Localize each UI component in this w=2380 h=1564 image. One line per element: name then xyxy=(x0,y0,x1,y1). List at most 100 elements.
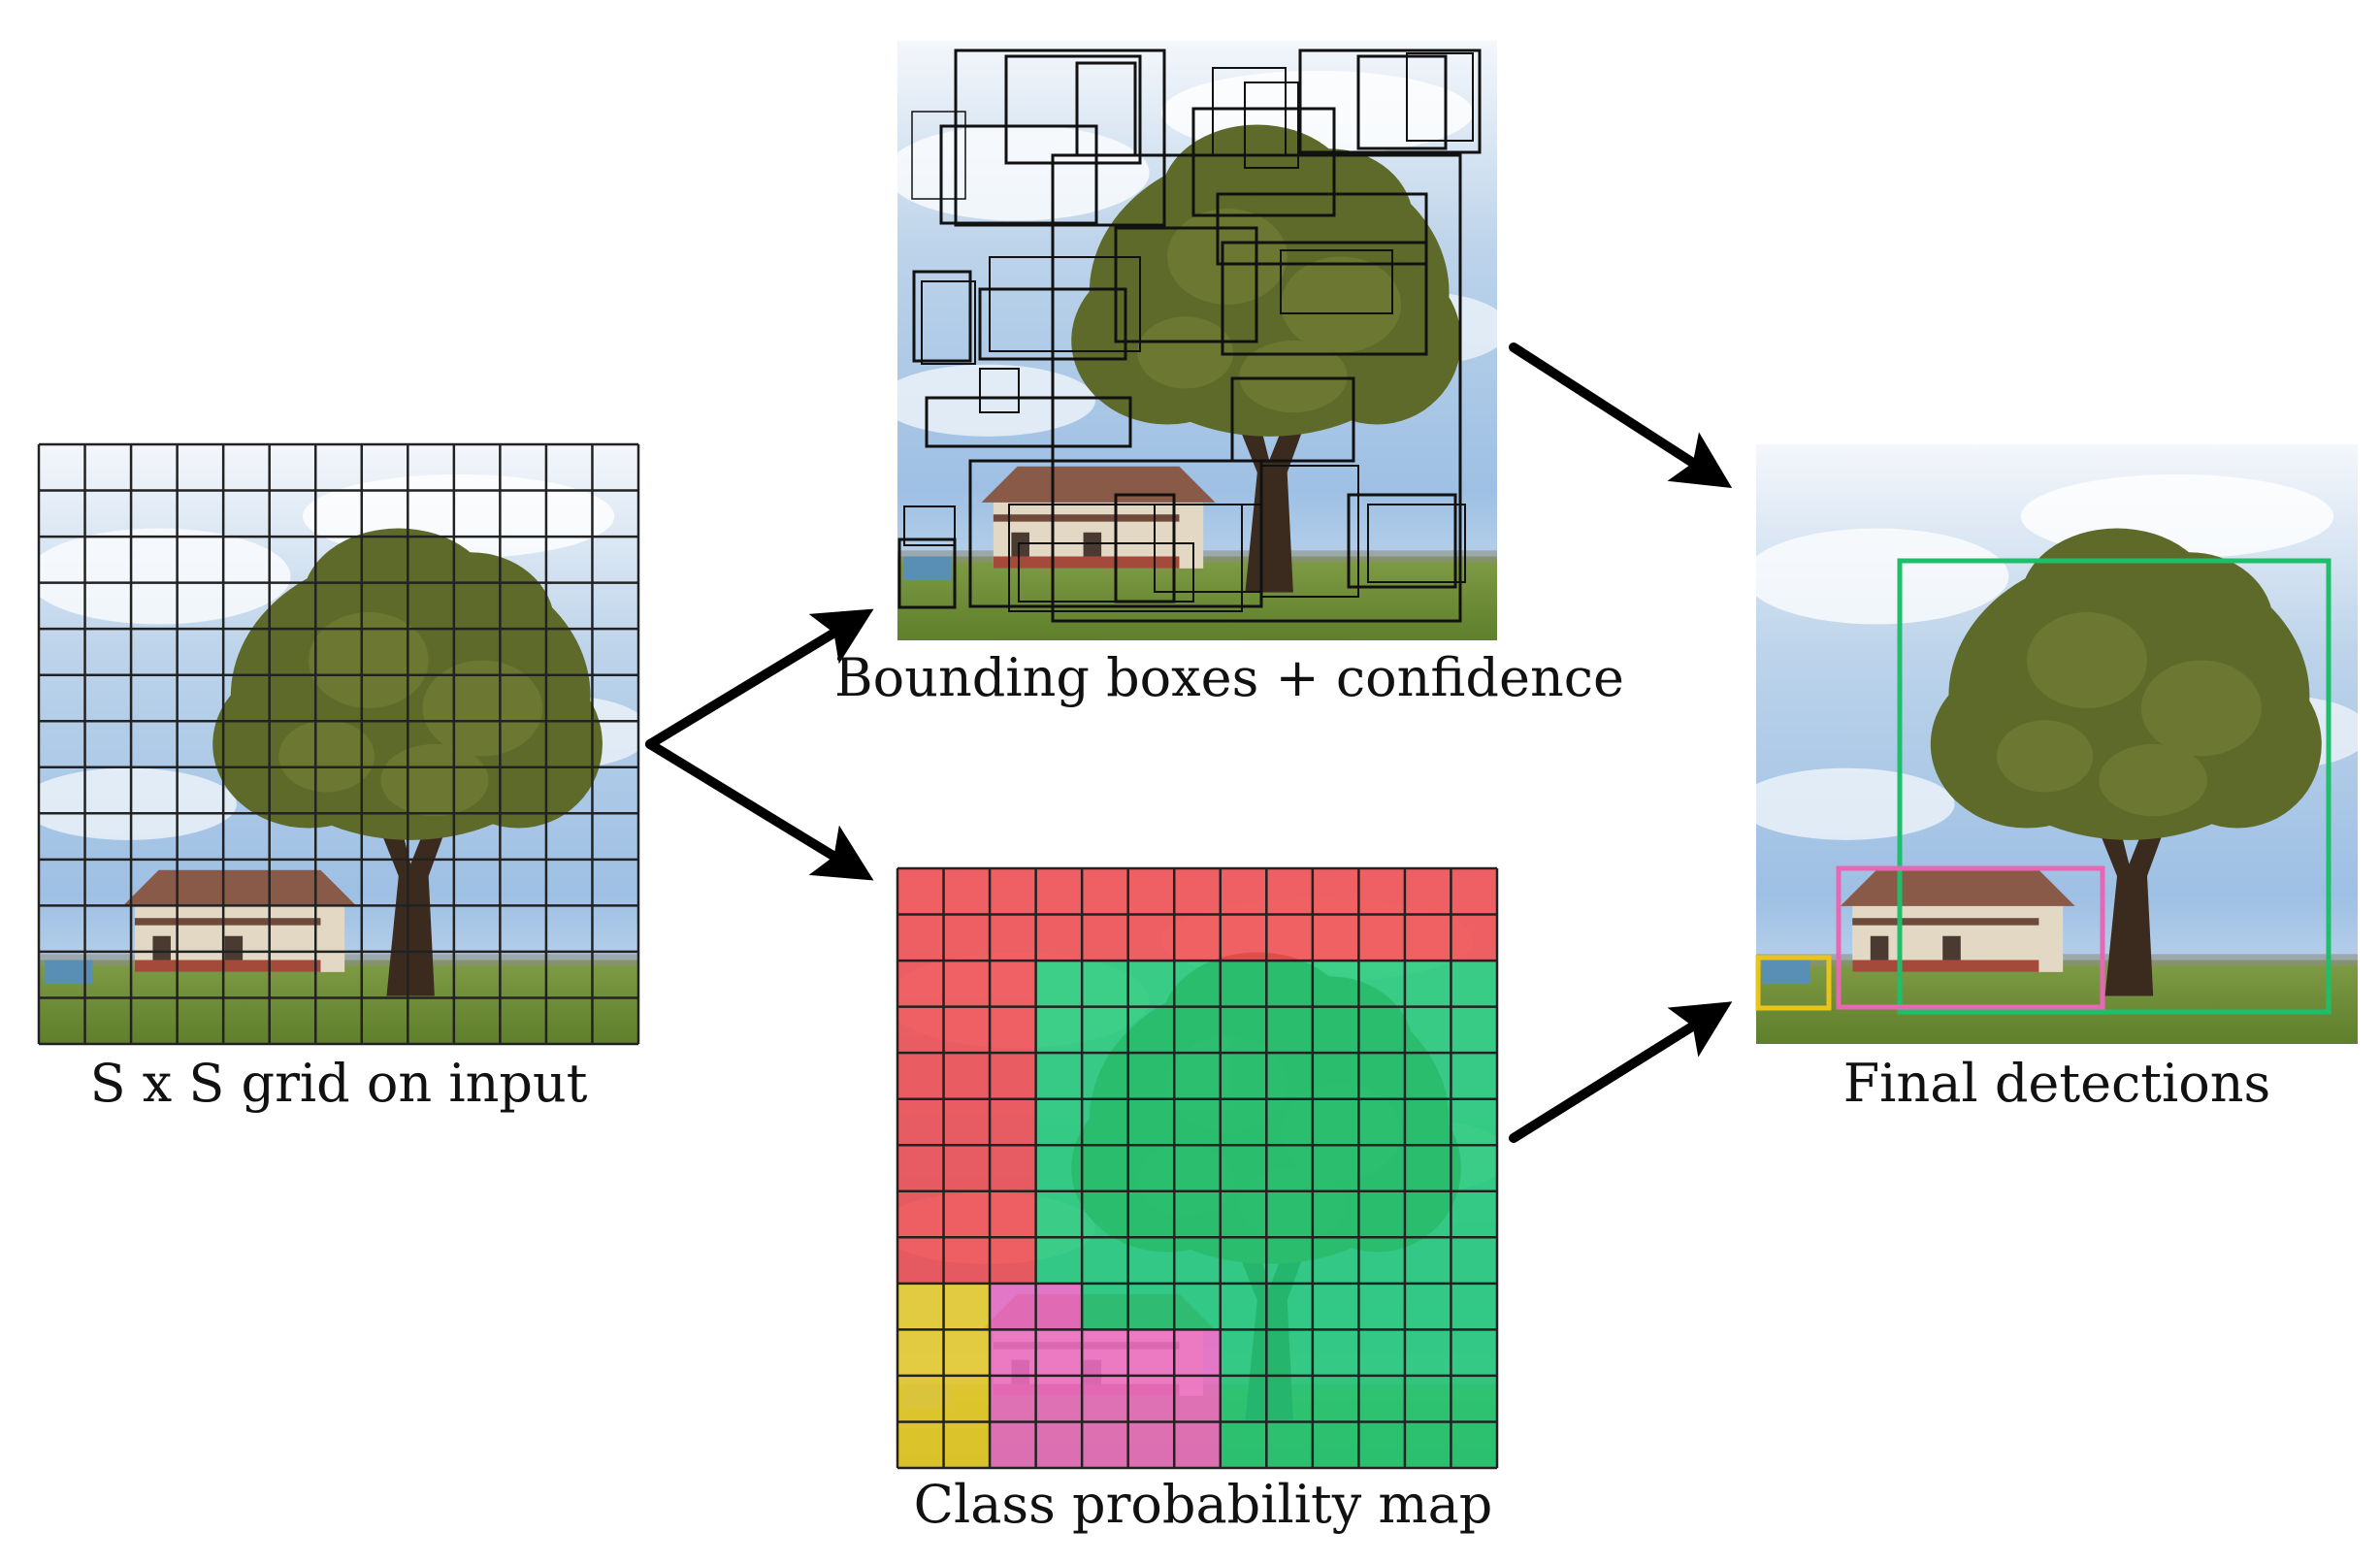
class-cell xyxy=(943,1006,991,1054)
class-cell xyxy=(1174,1375,1222,1422)
class-cell xyxy=(897,1375,945,1422)
house-detection-box xyxy=(1836,865,2105,1010)
class-cell xyxy=(1451,961,1498,1008)
class-cell xyxy=(1035,1145,1083,1192)
class-cell xyxy=(1404,1421,1451,1469)
class-cell xyxy=(1358,1375,1406,1422)
class-cell xyxy=(1035,914,1083,961)
class-cell xyxy=(1082,1053,1129,1100)
class-cell xyxy=(1035,1053,1083,1100)
class-cell xyxy=(1451,914,1498,961)
class-cell xyxy=(1220,1329,1267,1377)
class-cell xyxy=(1266,1145,1314,1192)
final-caption: Final detections xyxy=(1842,1053,2271,1114)
candidate-box xyxy=(1244,81,1299,169)
bounding-boxes-panel xyxy=(897,41,1497,640)
class-cell xyxy=(897,1421,945,1469)
class-cell xyxy=(943,1098,991,1146)
class-cell xyxy=(1266,1375,1314,1422)
class-cell xyxy=(1404,1329,1451,1377)
class-cell xyxy=(990,1329,1037,1377)
class-cell xyxy=(1266,868,1314,916)
final-detections-panel xyxy=(1755,444,2358,1044)
class-cell xyxy=(990,1098,1037,1146)
candidate-boxes xyxy=(897,49,1482,623)
class-cell xyxy=(1312,868,1359,916)
class-cell xyxy=(1358,1283,1406,1330)
class-cell xyxy=(1358,1190,1406,1238)
class-cell xyxy=(1174,1006,1222,1054)
class-cell xyxy=(1174,1421,1222,1469)
candidate-box xyxy=(897,538,957,609)
class-cell xyxy=(1312,914,1359,961)
class-cell xyxy=(1174,1053,1222,1100)
class-cell xyxy=(1404,1053,1451,1100)
class-cell xyxy=(897,914,945,961)
class-cell xyxy=(990,961,1037,1008)
candidate-box xyxy=(912,270,972,363)
class-cell xyxy=(990,1283,1037,1330)
class-cell xyxy=(1127,1053,1175,1100)
class-cell xyxy=(1127,1329,1175,1377)
candidate-box xyxy=(939,124,1098,225)
class-cell xyxy=(1127,1237,1175,1285)
class-cell xyxy=(1312,1190,1359,1238)
class-cell xyxy=(1404,1145,1451,1192)
class-cell xyxy=(1220,914,1267,961)
candidate-box xyxy=(1280,249,1393,314)
class-cell xyxy=(1358,961,1406,1008)
class-cell xyxy=(1220,1006,1267,1054)
class-cell xyxy=(1035,1375,1083,1422)
class-cell xyxy=(1174,1329,1222,1377)
class-cell xyxy=(1358,1098,1406,1146)
candidate-box xyxy=(921,280,976,365)
class-cell xyxy=(1404,961,1451,1008)
candidate-box xyxy=(954,49,1166,227)
class-cell xyxy=(1174,1283,1222,1330)
class-cell xyxy=(1404,1190,1451,1238)
class-cell xyxy=(990,1375,1037,1422)
class-cell xyxy=(1266,1329,1314,1377)
tree-detection-box xyxy=(1897,558,2331,1015)
candidate-box xyxy=(1406,52,1474,142)
class-cell xyxy=(1266,1421,1314,1469)
class-cell xyxy=(1451,1098,1498,1146)
class-cell xyxy=(943,868,991,916)
class-cell xyxy=(1035,1098,1083,1146)
arrow-input-to-boxes xyxy=(645,608,874,749)
class-cell xyxy=(1035,1421,1083,1469)
class-cell xyxy=(1127,1145,1175,1192)
class-cell xyxy=(1451,868,1498,916)
class-cell xyxy=(897,1283,945,1330)
class-cell xyxy=(1082,1098,1129,1146)
class-cell xyxy=(1220,1421,1267,1469)
class-cell xyxy=(1312,1283,1359,1330)
class-cell xyxy=(1082,1375,1129,1422)
class-cell xyxy=(1220,1237,1267,1285)
class-cell xyxy=(1127,1006,1175,1054)
class-cell xyxy=(1082,1145,1129,1192)
class-cell xyxy=(1127,914,1175,961)
class-cell xyxy=(1451,1421,1498,1469)
class-cell xyxy=(1220,868,1267,916)
class-cell xyxy=(1035,1283,1083,1330)
candidate-box xyxy=(1367,504,1466,583)
class-cell xyxy=(1082,914,1129,961)
class-cell xyxy=(1451,1375,1498,1422)
class-cell xyxy=(1266,1006,1314,1054)
class-cell xyxy=(1312,1006,1359,1054)
class-cell xyxy=(1358,1421,1406,1469)
class-cell xyxy=(990,914,1037,961)
boxes-caption: Bounding boxes + confidence xyxy=(834,647,1624,708)
class-cell xyxy=(1082,868,1129,916)
class-cell xyxy=(1220,1145,1267,1192)
class-cell xyxy=(943,1283,991,1330)
class-cell xyxy=(1404,1237,1451,1285)
candidate-box xyxy=(903,505,956,546)
class-cell xyxy=(1404,868,1451,916)
class-cell xyxy=(1404,1283,1451,1330)
candidate-box xyxy=(1221,241,1428,356)
class-cell xyxy=(1358,1237,1406,1285)
class-cell xyxy=(1451,1145,1498,1192)
candidate-box xyxy=(1347,493,1457,589)
